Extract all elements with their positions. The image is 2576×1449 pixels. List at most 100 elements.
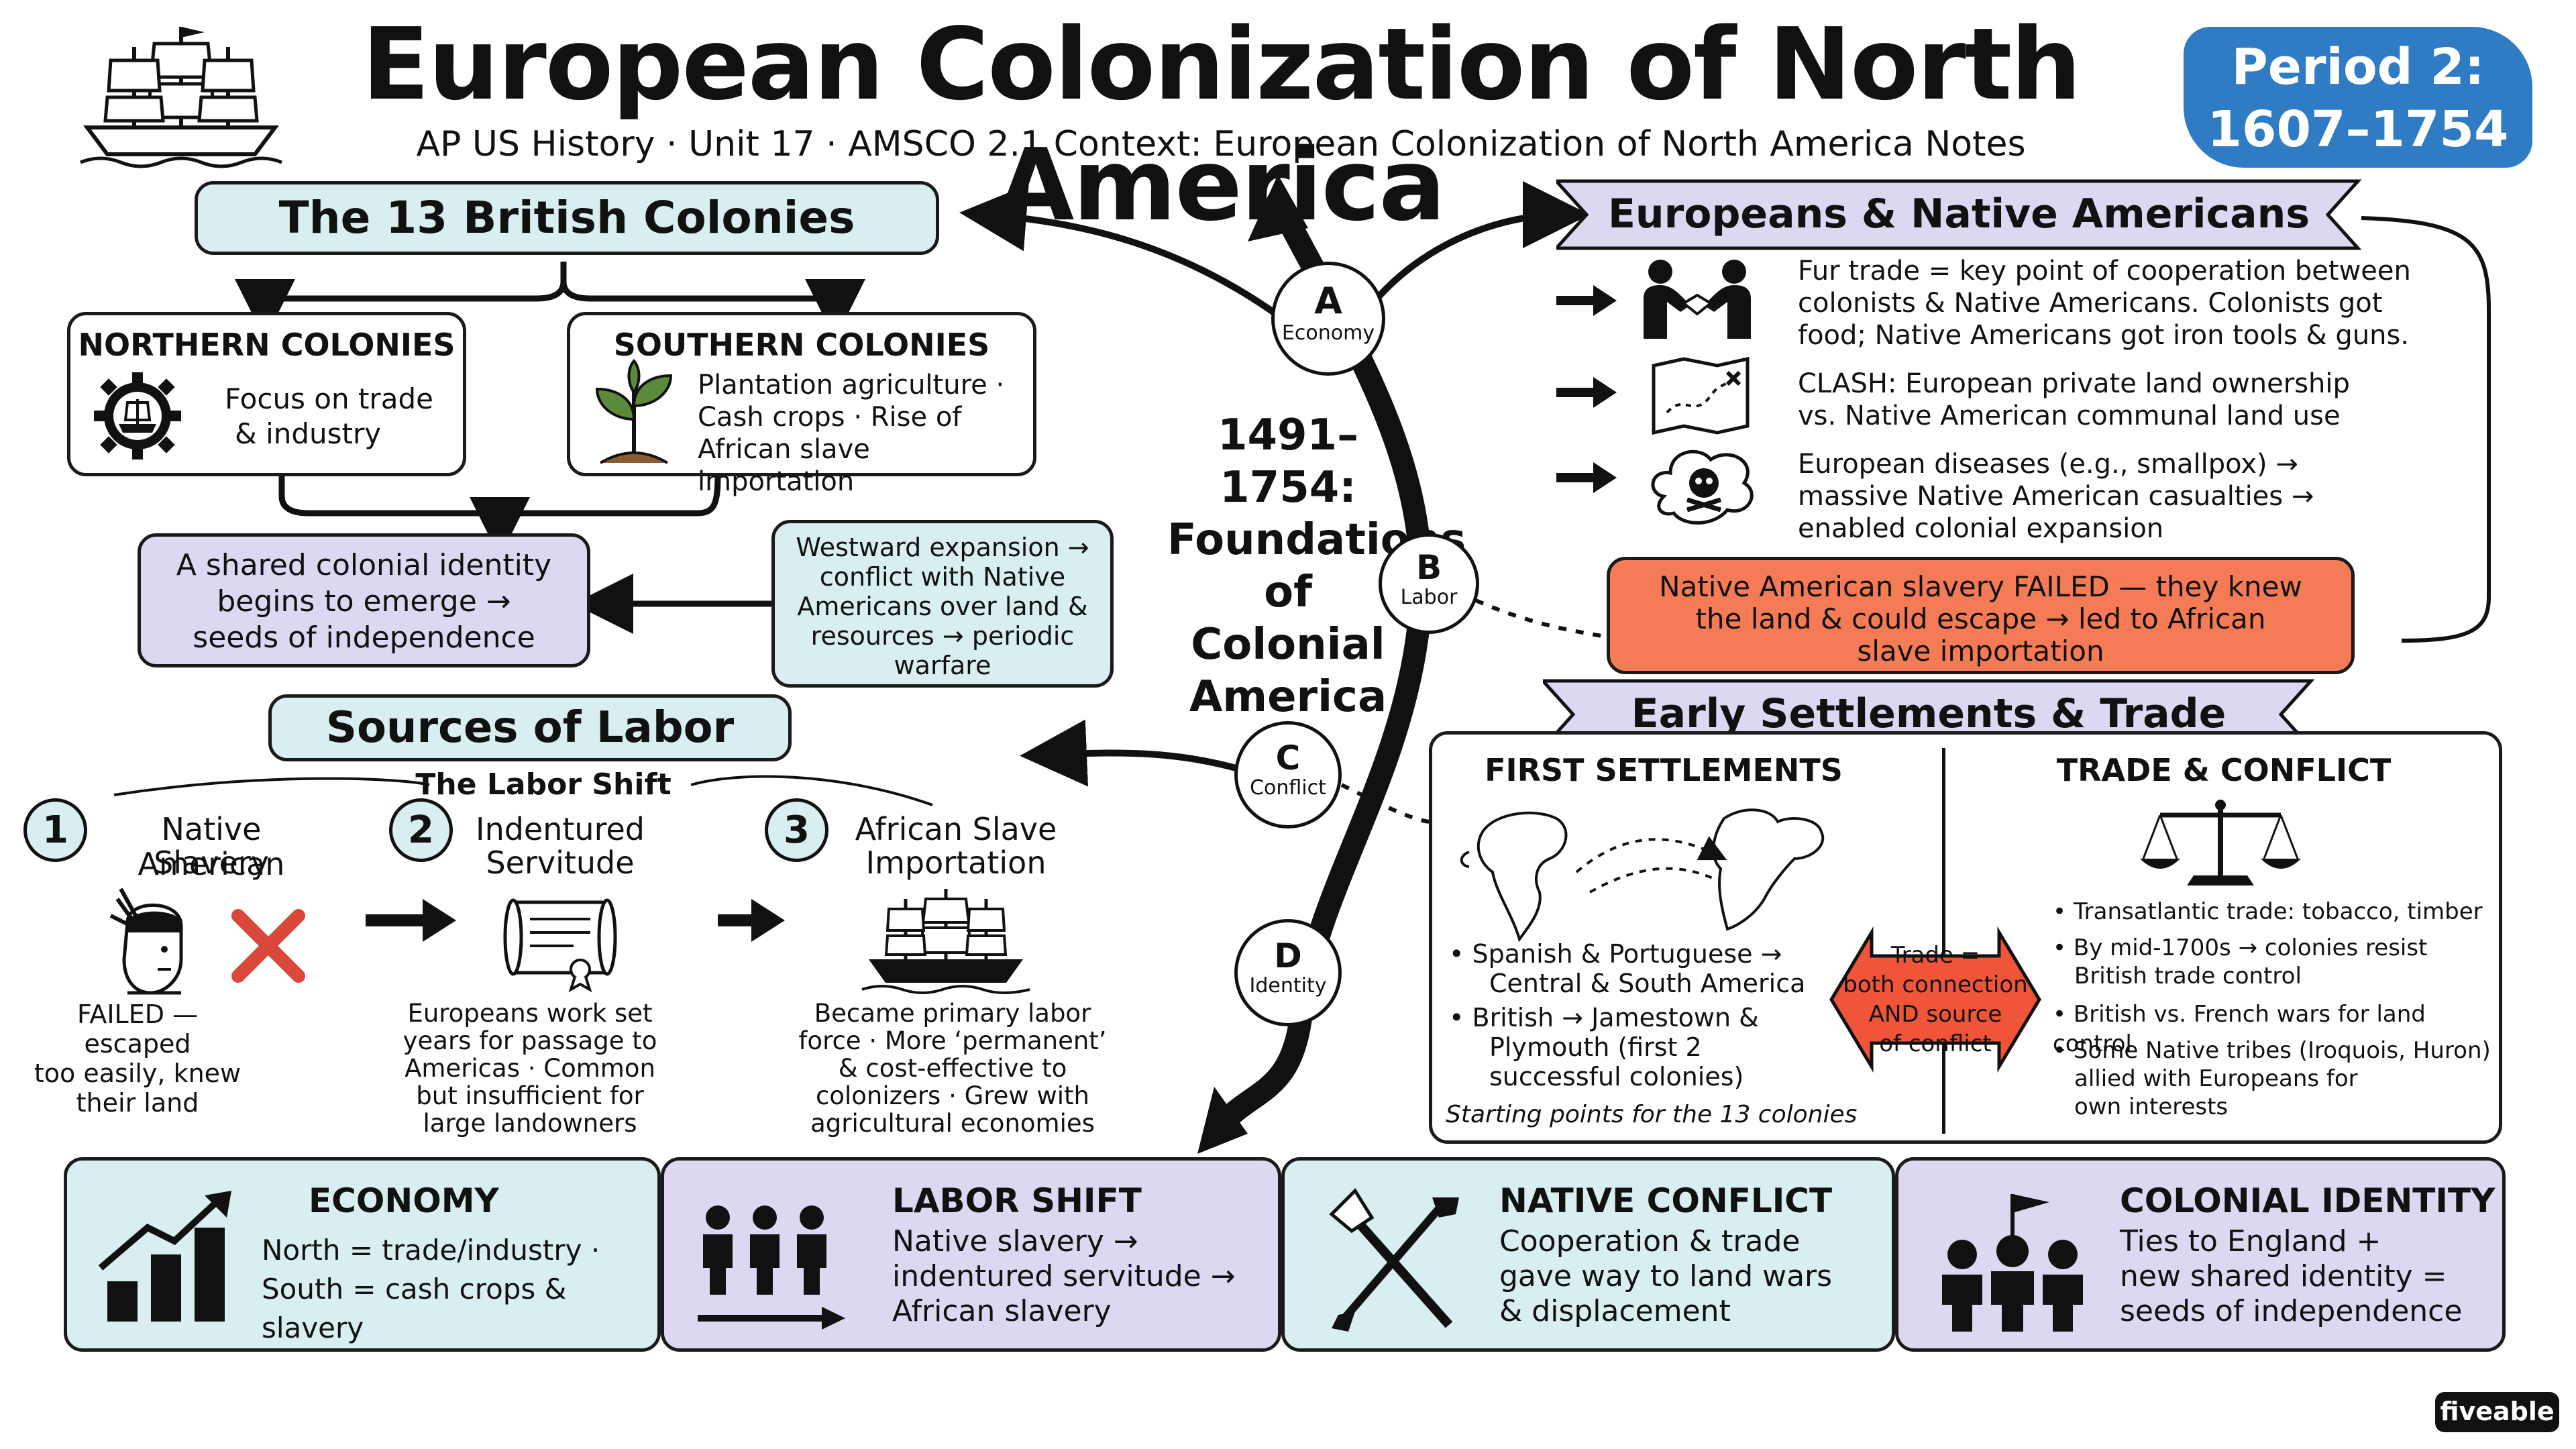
summary-line: Ties to England + bbox=[2120, 1224, 2381, 1258]
period-label: Period 2: bbox=[2231, 38, 2485, 96]
center-title: 1491–1754: Foundations of Colonial Ameri… bbox=[1167, 409, 1466, 722]
first-settlement-item-1: • Spanish & Portuguese → Central & South… bbox=[1449, 939, 1825, 998]
step-number: 3 bbox=[765, 798, 828, 862]
x-mark-icon bbox=[228, 906, 309, 986]
native-item-3: European diseases (e.g., smallpox) → mas… bbox=[1798, 448, 2496, 545]
settlements-title: Early Settlements & Trade bbox=[1631, 690, 2226, 737]
world-map-icon bbox=[1456, 792, 1831, 946]
northern-text-2: & industry bbox=[235, 417, 382, 450]
node-label: Economy bbox=[1281, 321, 1375, 345]
summary-labor-shift: LABOR SHIFT Native slavery → indentured … bbox=[661, 1157, 1281, 1352]
native-item-line: colonists & Native Americans. Colonists … bbox=[1798, 288, 2383, 319]
arrow-to-natives bbox=[1366, 181, 1590, 311]
summary-title: NATIVE CONFLICT bbox=[1499, 1181, 1833, 1220]
center-title-line4: Colonial bbox=[1191, 620, 1385, 669]
southern-colonies-card: SOUTHERN COLONIES Plantation agriculture… bbox=[567, 312, 1036, 497]
trade-badge-text: Trade = both connection AND source of co… bbox=[1825, 941, 2046, 1059]
summary-line: indentured servitude → bbox=[892, 1259, 1236, 1293]
settlement-line: Central & South America bbox=[1489, 969, 1806, 998]
summary-title: LABOR SHIFT bbox=[892, 1181, 1142, 1220]
summary-line: Cooperation & trade bbox=[1499, 1224, 1801, 1258]
native-item-line: European diseases (e.g., smallpox) → bbox=[1798, 449, 2298, 480]
arrow-to-labor bbox=[1020, 719, 1249, 787]
step-desc-line: & cost-effective to bbox=[838, 1054, 1067, 1083]
summary-title: COLONIAL IDENTITY bbox=[2120, 1181, 2496, 1220]
summary-line: Native slavery → bbox=[892, 1224, 1138, 1258]
trade-item-2: • By mid-1700s → colonies resist British… bbox=[2053, 934, 2502, 990]
first-settlements-caption: Starting points for the 13 colonies bbox=[1446, 1101, 1858, 1128]
native-item-line: vs. Native American communal land use bbox=[1798, 400, 2341, 431]
step-desc-line: FAILED — escaped bbox=[76, 1000, 199, 1059]
page-subtitle: AP US History · Unit 17 · AMSCO 2.1 Cont… bbox=[416, 124, 2026, 164]
step-desc-line: colonizers · Grew with bbox=[816, 1081, 1089, 1110]
settlement-line: Plymouth (first 2 bbox=[1489, 1032, 1702, 1062]
step-title-2: Importation bbox=[865, 845, 1046, 881]
central-spine bbox=[1203, 190, 1433, 1145]
failed-line-1: Native American slavery FAILED — they kn… bbox=[1659, 570, 2302, 603]
dotted-to-failed bbox=[1474, 598, 1611, 639]
node-conflict[interactable]: C Conflict bbox=[1234, 721, 1342, 828]
westward-expansion-box: Westward expansion → conflict with Nativ… bbox=[771, 520, 1114, 688]
step-desc: Europeans work set years for passage to … bbox=[382, 1000, 678, 1137]
step-number: 2 bbox=[389, 798, 453, 862]
step-title-2: Servitude bbox=[486, 845, 635, 881]
southern-title: SOUTHERN COLONIES bbox=[613, 327, 990, 363]
settlement-line: • British → Jamestown & bbox=[1449, 1003, 1759, 1032]
crossed-weapons-icon bbox=[1325, 1187, 1466, 1335]
scroll-contract-icon bbox=[500, 892, 621, 993]
labor-step-1: 1 Native American Slavery FAILED — escap… bbox=[20, 798, 376, 1118]
dotted-to-settlements bbox=[1340, 783, 1430, 824]
native-slavery-failed-box: Native American slavery FAILED — they kn… bbox=[1607, 557, 2355, 674]
step-desc-line: Became primary labor bbox=[814, 999, 1091, 1028]
identity-line-1: A shared colonial identity bbox=[176, 548, 552, 582]
native-person-icon bbox=[101, 885, 208, 1000]
arrow-to-colonies bbox=[959, 184, 1280, 319]
native-item-line: massive Native American casualties → bbox=[1798, 481, 2314, 512]
summary-line: seeds of independence bbox=[2120, 1294, 2463, 1328]
summary-line: African slavery bbox=[892, 1294, 1112, 1328]
brand-badge[interactable]: fiveable bbox=[2435, 1392, 2559, 1432]
first-settlement-item-2: • British → Jamestown & Plymouth (first … bbox=[1449, 1003, 1825, 1091]
group-flag-icon bbox=[1932, 1187, 2093, 1335]
trade-line: own interests bbox=[2074, 1093, 2229, 1120]
node-economy[interactable]: A Economy bbox=[1271, 262, 1385, 376]
trade-badge-line: of conflict bbox=[1879, 1030, 1992, 1057]
failed-line-3: slave importation bbox=[1857, 635, 2104, 667]
step-desc-line: force · More ‘permanent’ bbox=[798, 1026, 1107, 1055]
trade-badge: Trade = both connection AND source of co… bbox=[1825, 919, 2046, 1080]
step-desc-line: but insufficient for bbox=[416, 1081, 644, 1110]
westward-line-3: Americans over land & bbox=[797, 592, 1088, 621]
gear-ship-icon bbox=[91, 369, 184, 463]
northern-colonies-card: NORTHERN COLONIES Focus on trade & indus… bbox=[67, 312, 466, 476]
trade-badge-line: AND source bbox=[1868, 1001, 2002, 1028]
summary-colonial-identity: COLONIAL IDENTITY Ties to England + new … bbox=[1895, 1157, 2506, 1352]
page-title: European Colonization of North America bbox=[362, 7, 2081, 243]
westward-line-4: resources → periodic bbox=[810, 621, 1075, 651]
identity-line-3: seeds of independence bbox=[193, 621, 535, 655]
node-letter: D bbox=[1274, 936, 1302, 975]
trade-badge-line: both connection bbox=[1843, 971, 2028, 998]
node-identity[interactable]: D Identity bbox=[1234, 919, 1342, 1026]
southern-text-3: African slave importation bbox=[698, 434, 870, 497]
labor-heading: Sources of Labor bbox=[268, 694, 792, 761]
node-label: Identity bbox=[1249, 974, 1327, 998]
westward-line-2: conflict with Native bbox=[819, 562, 1066, 592]
westward-line-5: warfare bbox=[894, 651, 991, 680]
center-title-line2: Foundations bbox=[1167, 515, 1466, 565]
labor-shift-label: The Labor Shift bbox=[415, 767, 672, 802]
southern-text-1: Plantation agriculture · bbox=[698, 370, 1005, 400]
step-desc-line: agricultural economies bbox=[810, 1109, 1095, 1138]
trade-conflict-title: TRADE & CONFLICT bbox=[2056, 752, 2392, 788]
shared-identity-box: A shared colonial identity begins to eme… bbox=[138, 533, 590, 667]
slave-ship-icon bbox=[859, 882, 1033, 996]
summary-line: gave way to land wars bbox=[1499, 1259, 1833, 1293]
westward-line-1: Westward expansion → bbox=[796, 533, 1089, 562]
trade-line: British trade control bbox=[2074, 963, 2302, 989]
center-title-line1: 1491–1754: bbox=[1217, 411, 1359, 513]
node-labor[interactable]: B Labor bbox=[1379, 533, 1479, 634]
northern-text-1: Focus on trade bbox=[225, 382, 433, 415]
step-title-2: Slavery bbox=[154, 845, 269, 881]
natives-heading: Europeans & Native Americans bbox=[1552, 178, 2362, 252]
summary-line: South = cash crops & slavery bbox=[262, 1273, 567, 1344]
native-item-line: CLASH: European private land ownership bbox=[1798, 368, 2350, 399]
